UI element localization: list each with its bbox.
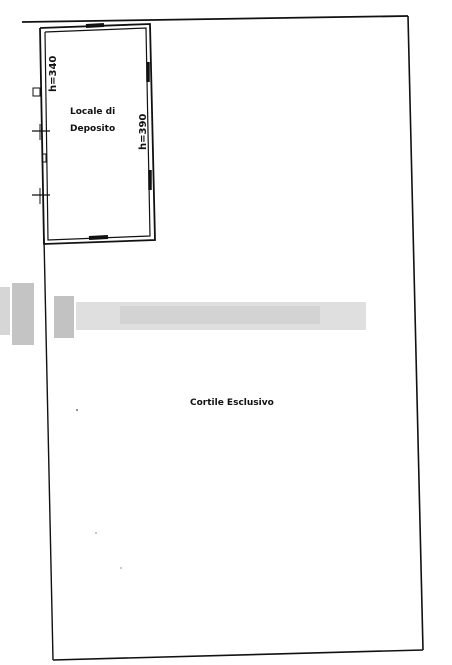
openings [32,23,152,240]
room-height-left: h=340 [48,56,59,92]
redacted-band [0,283,366,345]
courtyard-boundary [21,15,424,661]
room-label-line1: Locale di [70,107,115,117]
room-label-line2: Deposito [70,124,115,134]
storage-room-walls [32,23,156,245]
scan-specks [76,401,237,569]
courtyard-label: Cortile Esclusivo [190,398,274,408]
room-height-right: h=390 [138,114,149,150]
